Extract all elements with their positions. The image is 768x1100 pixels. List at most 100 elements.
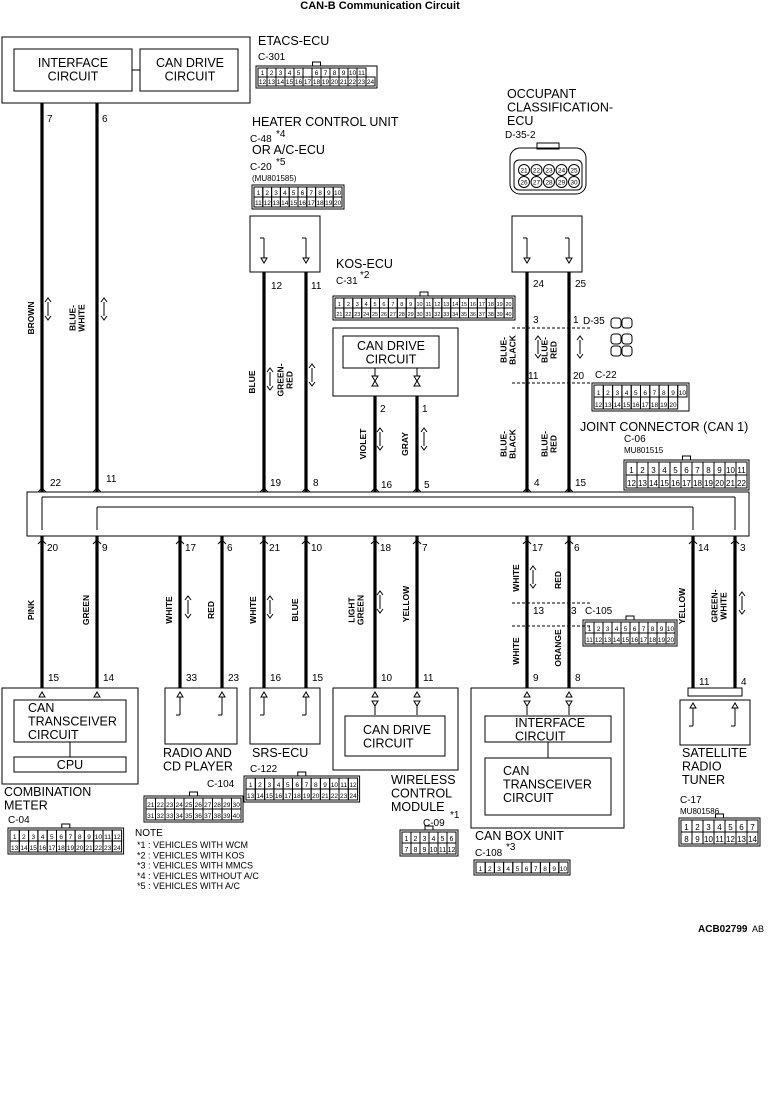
connector-pin-number: 14 [281,200,289,207]
note-line: *1 : VEHICLES WITH WCM [137,840,248,850]
connector-pin-cell [111,840,123,853]
c22-conn-shell [591,382,690,412]
connector-pin-number: 22 [345,312,351,318]
srs-name: SRS-ECU [252,746,308,760]
connector-pin-number: 7 [324,70,328,77]
connector-pin-number: 21 [336,312,342,318]
connector-pin-number: 10 [430,847,438,854]
connector-pin-number: 13 [604,637,612,644]
wire-color-label: LIGHTGREEN [347,595,366,625]
connector-pin-number: 14 [452,302,458,308]
connector-pin-number: 1 [597,390,601,397]
d35-connector-icon [610,317,633,357]
connector-pin-number: 11 [439,847,446,854]
connector-pin-number: 8 [543,866,547,873]
pin-number: 13 [533,606,545,617]
kos-conn: C-31 [336,276,358,287]
connector-pin-number: 10 [667,626,675,633]
joint-name: JOINT CONNECTOR (CAN 1) [580,420,748,434]
connector-pin-number: 12 [264,200,272,207]
connector-pin-number: 3 [497,866,501,873]
connector-pin-number: 13 [604,402,612,409]
connector-pin-number: 12 [627,479,636,488]
pin-number: 11 [699,677,710,688]
connector-pin-number: 18 [316,200,324,207]
canbox-name: CAN BOX UNIT [475,829,564,843]
connector-pin-number: 13 [638,479,647,488]
connector-pin-number: 10 [679,390,687,397]
pin-number: 5 [424,480,430,491]
connector-pin-number: 18 [651,402,659,409]
connector-pin-number: 33 [166,813,174,820]
connector-pin-number: 15 [623,402,631,409]
connector-pin-number: 9 [342,70,346,77]
satellite-box [679,699,751,746]
c105-conn: C-105 [585,606,613,617]
wire-color-label: BLUE-BLACK [499,334,518,365]
connector-pin-number: 26 [520,180,528,187]
note-line: *2 : VEHICLES WITH KOS [137,850,245,860]
connector-pin-number: 9 [409,302,412,308]
connector-pin-number: 5 [286,782,290,789]
connector-pin-number: 15 [290,200,298,207]
connector-pin-number: 4 [432,836,436,843]
connector-pin-number: 11 [255,200,262,207]
pin-number: 33 [186,673,198,684]
canbox-conn-shell [473,859,571,876]
connector-pin-number: 19 [67,845,75,852]
connector-pin-number: 27 [204,802,212,809]
pin-number: 20 [573,371,585,382]
connector-pin-number: 10 [560,866,568,873]
heater-star1: *4 [276,129,286,140]
connector-pin-number: 2 [597,626,601,633]
connector-pin-number: 16 [671,479,680,488]
pin-number: 3 [571,606,577,617]
connector-pin-number: 2 [488,866,492,873]
connector-pin-number: 7 [405,847,409,854]
kos-name: KOS-ECU [336,257,393,271]
connector-pin-number: 4 [288,70,292,77]
connector-pin-number: 19 [660,402,668,409]
connector-pin-number: 24 [363,312,369,318]
connector-pin-number: 19 [325,200,333,207]
connector-pin-number: 23 [354,312,360,318]
connector-pin-number: 2 [270,70,274,77]
etacs-outer-box [1,36,251,104]
connector-pin-number: 18 [313,79,321,86]
connector-pin-number: 10 [349,70,357,77]
note-line: *4 : VEHICLES WITHOUT A/C [137,871,259,881]
pin-number: 11 [528,371,539,382]
joint-bus-box [26,491,750,537]
connector-pin-number: 2 [414,836,418,843]
connector-pin-number: 13 [247,793,255,800]
pin-number: 20 [47,543,59,554]
pin-number: 17 [185,543,197,554]
etacs-connector-id: C-301 [258,52,286,63]
heater-star2: *5 [276,157,286,168]
connector-pin-number: 9 [671,390,675,397]
connector-pin-number: 1 [479,866,483,873]
pin-number: 9 [102,543,108,554]
connector-pin-number: 1 [684,823,689,832]
connector-pin-number: 8 [651,626,655,633]
wireless-star: *1 [450,810,460,821]
connector-pin-number: 4 [41,834,45,841]
connector-pin-number: 16 [631,637,639,644]
connector-pin-number: 5 [516,866,520,873]
connector-pin-number: 12 [259,79,267,86]
connector-pin-cell [746,831,759,845]
connector-pin-number: 17 [284,793,292,800]
connector-pin-number: 7 [69,834,73,841]
connector-pin-number: 3 [606,626,610,633]
heater-name: HEATER CONTROL UNIT [252,115,399,129]
wire-color-label: YELLOW [401,585,411,622]
connector-pin-number: 5 [297,70,301,77]
kos-star: *2 [360,270,370,281]
joint-conn: C-06 [624,434,646,445]
